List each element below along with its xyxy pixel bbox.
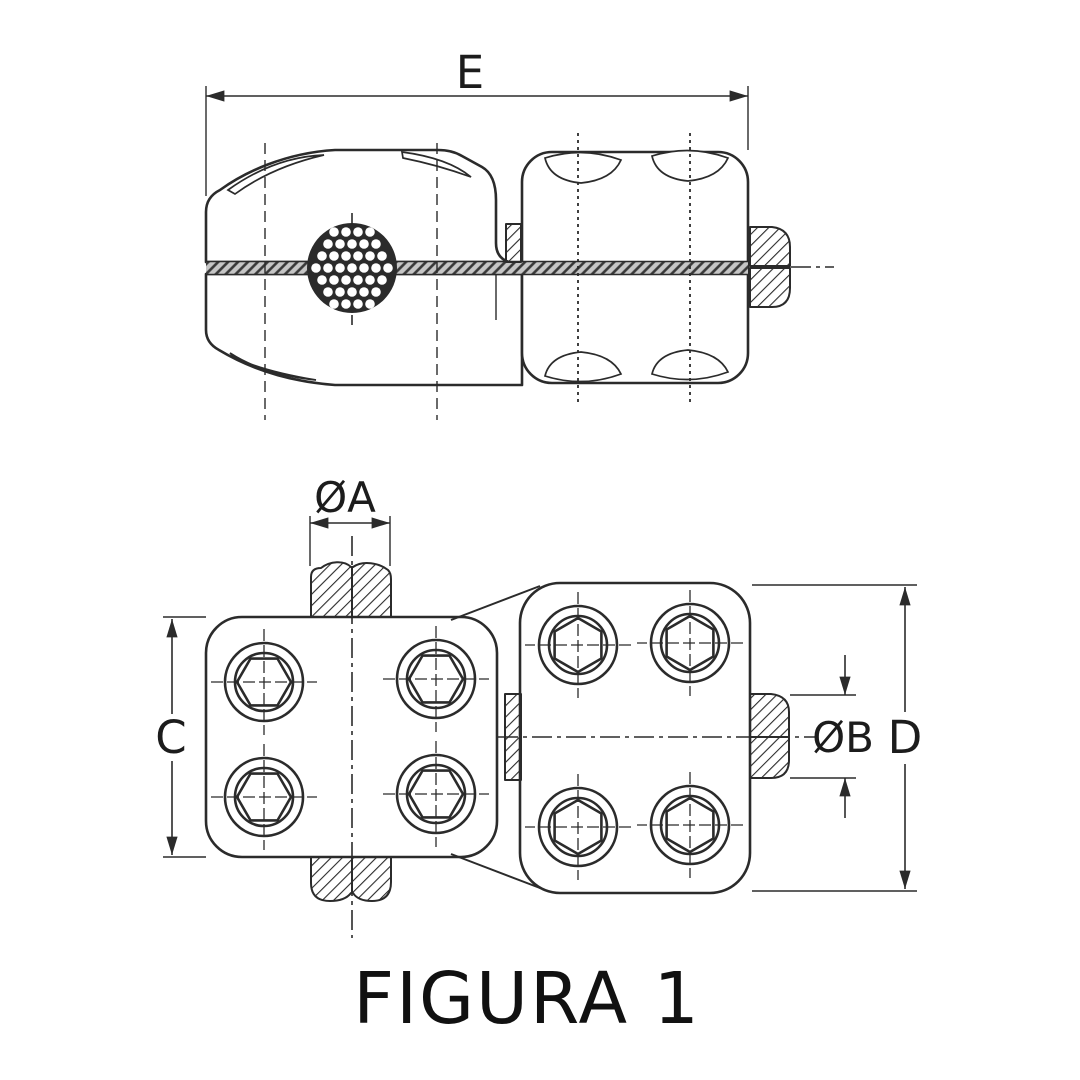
dimension-oa: ØA	[309, 473, 391, 566]
left-body-ear-bottom-left	[229, 352, 317, 381]
junction-spacer-side	[505, 223, 522, 263]
dimension-c: C	[155, 616, 206, 858]
clamp-side-view: E	[204, 46, 834, 420]
dim-label-oa: ØA	[314, 473, 376, 522]
clamp-plan-view: ØA C ØB D	[155, 473, 922, 938]
dim-label-e: E	[456, 46, 484, 99]
left-body-ear-top-left	[226, 154, 325, 196]
dimension-d: D	[752, 584, 923, 892]
neck-top-edge	[450, 585, 541, 621]
dimension-ob: ØB	[790, 655, 874, 818]
dim-label-ob: ØB	[812, 713, 874, 762]
figure-caption: FIGURA 1	[353, 957, 701, 1040]
left-body-upper-half	[204, 148, 511, 264]
right-body-recess-bottom-1	[543, 351, 623, 383]
left-body-lower-half	[204, 272, 524, 387]
conductor-strands	[311, 227, 393, 309]
stranded-conductor-section	[307, 213, 397, 325]
right-body-recess-top-1	[543, 151, 623, 184]
right-body-recess-top-2	[650, 149, 730, 182]
terminal-stud-side	[749, 226, 834, 308]
neck-bottom-edge	[450, 853, 541, 889]
clamp-seam-band	[206, 260, 748, 276]
dim-label-d: D	[888, 711, 923, 764]
terminal-stud-plan	[749, 693, 790, 779]
dim-label-c: C	[155, 711, 186, 764]
dimension-e: E	[205, 46, 749, 196]
